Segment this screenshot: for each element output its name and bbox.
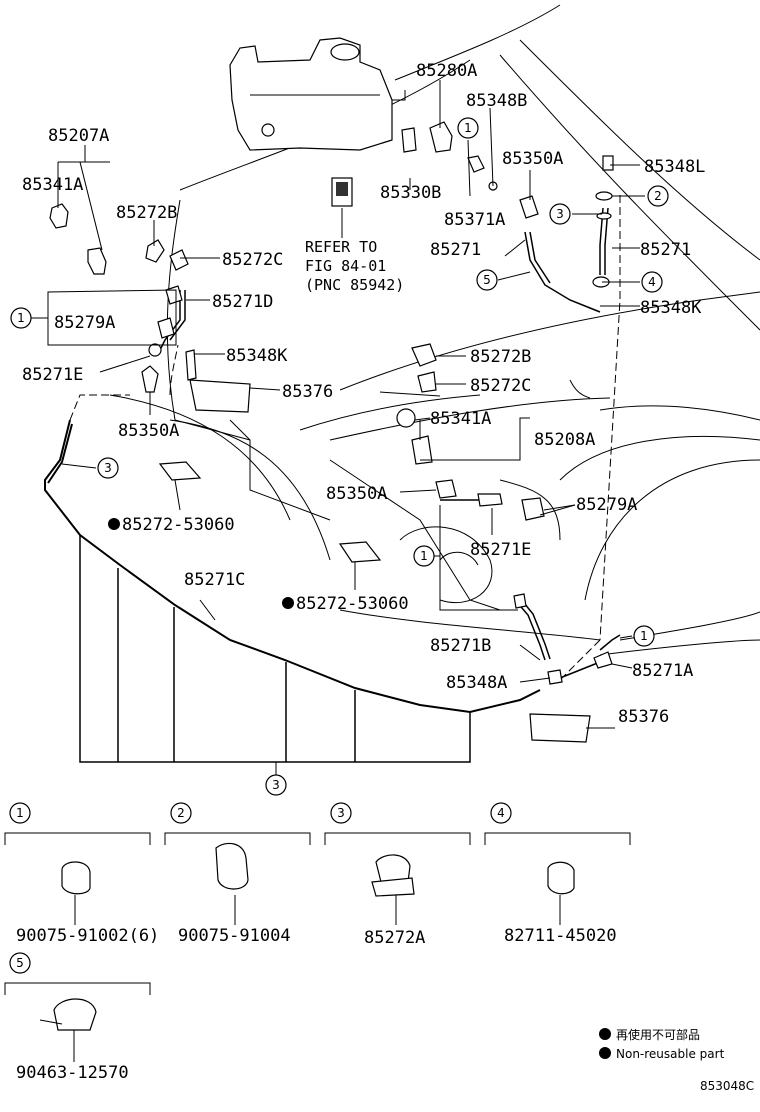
label-85376-right: 85376 (618, 707, 669, 727)
part-labels: 85280A 85348B 85207A 85350A 85348L 85341… (22, 61, 705, 727)
callout-3-right: 3 (549, 203, 571, 225)
label-85348K-center: 85348K (226, 346, 288, 366)
svg-text:5: 5 (16, 956, 24, 970)
callout-3-left: 3 (97, 457, 119, 479)
legend-labels: 90075-91002(6) 90075-91004 85272A 82711-… (16, 926, 754, 1093)
svg-text:3: 3 (272, 778, 280, 792)
callout-4-right: 4 (641, 271, 663, 293)
non-reusable-markers (108, 518, 611, 1059)
legend-callout-5: 5 (9, 952, 31, 974)
label-85371A: 85371A (444, 210, 505, 230)
callout-3-bottom: 3 (265, 774, 287, 796)
legend-callout-1: 1 (9, 802, 31, 824)
legend-callout-4: 4 (490, 802, 512, 824)
label-85376-center: 85376 (282, 382, 333, 402)
svg-text:3: 3 (337, 806, 345, 820)
body-outline (109, 4, 760, 656)
label-85208A: 85208A (534, 430, 595, 450)
callout-1-tank: 1 (457, 117, 479, 139)
callout-2-right: 2 (647, 185, 669, 207)
label-85272C-center: 85272C (470, 376, 531, 396)
callout-5-right: 5 (476, 269, 498, 291)
svg-text:1: 1 (16, 806, 24, 820)
label-85350A-top: 85350A (502, 149, 563, 169)
figure-id: 853048C (700, 1079, 754, 1093)
label-85348K-right: 85348K (640, 298, 702, 318)
label-85271-right: 85271 (640, 240, 691, 260)
leader-lines (24, 80, 645, 729)
label-85271A: 85271A (632, 661, 693, 681)
label-85330B: 85330B (380, 183, 441, 203)
legend-part-4: 82711-45020 (504, 926, 617, 946)
label-85272B-left: 85272B (116, 203, 177, 223)
legend-dot (599, 1028, 611, 1040)
note-english: Non-reusable part (616, 1047, 725, 1061)
legend-dot (599, 1047, 611, 1059)
dashed-guides (69, 195, 621, 681)
washer-tank (229, 37, 406, 151)
non-reusable-dot (108, 518, 120, 530)
callout-circles: 1 2 3 5 4 1 3 1 (9, 117, 669, 974)
svg-text:4: 4 (648, 275, 656, 289)
label-85350A-left: 85350A (118, 421, 179, 441)
legend-callout-2: 2 (170, 802, 192, 824)
callout-1-center: 1 (413, 545, 435, 567)
svg-text:2: 2 (654, 189, 662, 203)
label-85272C-left: 85272C (222, 250, 283, 270)
svg-text:5: 5 (483, 273, 491, 287)
legend-part-3: 85272A (364, 928, 425, 948)
note-japanese: 再使用不可部品 (616, 1027, 700, 1042)
svg-text:3: 3 (556, 207, 564, 221)
label-85271B: 85271B (430, 636, 491, 656)
svg-text:2: 2 (177, 806, 185, 820)
callout-1-left: 1 (10, 307, 32, 329)
bottom-bracket (79, 535, 471, 775)
label-85348L: 85348L (644, 157, 705, 177)
svg-text:1: 1 (17, 311, 25, 325)
refer-line-2: FIG 84-01 (305, 257, 386, 275)
legend-part-2: 90075-91004 (178, 926, 291, 946)
label-85271E-left: 85271E (22, 365, 83, 385)
label-85272-53060-b: 85272-53060 (296, 594, 409, 614)
small-parts (49, 121, 614, 743)
label-85272-53060-a: 85272-53060 (122, 515, 235, 535)
legend-part-5: 90463-12570 (16, 1063, 129, 1083)
svg-text:1: 1 (640, 629, 648, 643)
refer-line-3: (PNC 85942) (305, 276, 404, 294)
legend-panel (4, 832, 631, 1062)
label-85348B: 85348B (466, 91, 527, 111)
label-85280A: 85280A (416, 61, 477, 81)
hoses (44, 207, 621, 714)
label-85341A-center: 85341A (430, 409, 491, 429)
refer-line-1: REFER TO (305, 238, 377, 256)
pump-icon (331, 177, 353, 238)
label-85271D: 85271D (212, 292, 273, 312)
label-85271-center: 85271 (430, 240, 481, 260)
callout-1-lower-right: 1 (633, 625, 655, 647)
legend-callout-3: 3 (330, 802, 352, 824)
label-85279A-left: 85279A (54, 313, 115, 333)
label-85350A-center: 85350A (326, 484, 387, 504)
label-85207A: 85207A (48, 126, 109, 146)
legend-part-1: 90075-91002(6) (16, 926, 159, 946)
label-85271C: 85271C (184, 570, 245, 590)
label-85348A: 85348A (446, 673, 507, 693)
label-85279A-center: 85279A (576, 495, 637, 515)
svg-text:3: 3 (104, 461, 112, 475)
svg-text:1: 1 (464, 121, 472, 135)
non-reusable-dot (282, 597, 294, 609)
svg-text:1: 1 (420, 549, 428, 563)
label-85272B-center: 85272B (470, 347, 531, 367)
label-85341A-left: 85341A (22, 175, 83, 195)
svg-text:4: 4 (497, 806, 505, 820)
label-85271E-center: 85271E (470, 540, 531, 560)
